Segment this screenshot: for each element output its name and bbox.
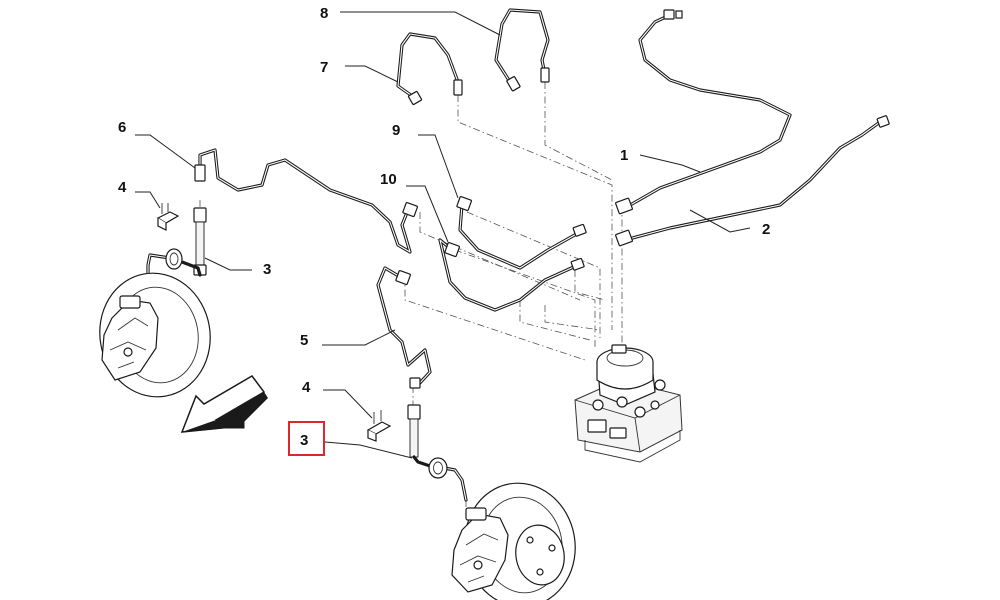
callout-2: 2 [762, 221, 770, 238]
pipe-caliper-right [442, 466, 468, 502]
callout-10: 10 [380, 171, 397, 188]
pipe-2 [623, 120, 882, 242]
callout-7: 7 [320, 59, 328, 76]
callout-4-upper: 4 [118, 179, 127, 196]
callout-3-lower: 3 [300, 432, 308, 449]
callout-3-upper: 3 [263, 261, 271, 278]
callout-9: 9 [392, 122, 400, 139]
pipe-fittings [194, 9, 890, 389]
pipe-9 [458, 203, 582, 270]
callout-labels: 8 7 6 4 3 9 10 1 2 5 4 3 [118, 5, 770, 456]
pipe-7 [396, 32, 460, 100]
callout-8: 8 [320, 5, 328, 22]
callout-6: 6 [118, 119, 126, 136]
abs-unit [574, 344, 683, 463]
leader-lines [135, 11, 751, 459]
pipe-5 [376, 266, 432, 387]
pipe-8 [494, 8, 550, 87]
brake-disc-right [451, 482, 576, 600]
clip-lower [366, 410, 392, 442]
pipe-10 [438, 238, 580, 312]
flex-hose-right [407, 404, 448, 479]
pipe-6 [198, 148, 412, 254]
callout-4-lower: 4 [302, 379, 311, 396]
callout-3-highlight-box [288, 421, 325, 456]
brake-disc-left [99, 272, 211, 398]
direction-arrow-icon [180, 375, 268, 433]
alignment-lines [147, 82, 623, 512]
clip-upper [156, 203, 180, 231]
flex-hose-left [165, 207, 207, 277]
callout-1: 1 [620, 147, 628, 164]
pipe-1 [623, 13, 792, 210]
callout-5: 5 [300, 332, 308, 349]
